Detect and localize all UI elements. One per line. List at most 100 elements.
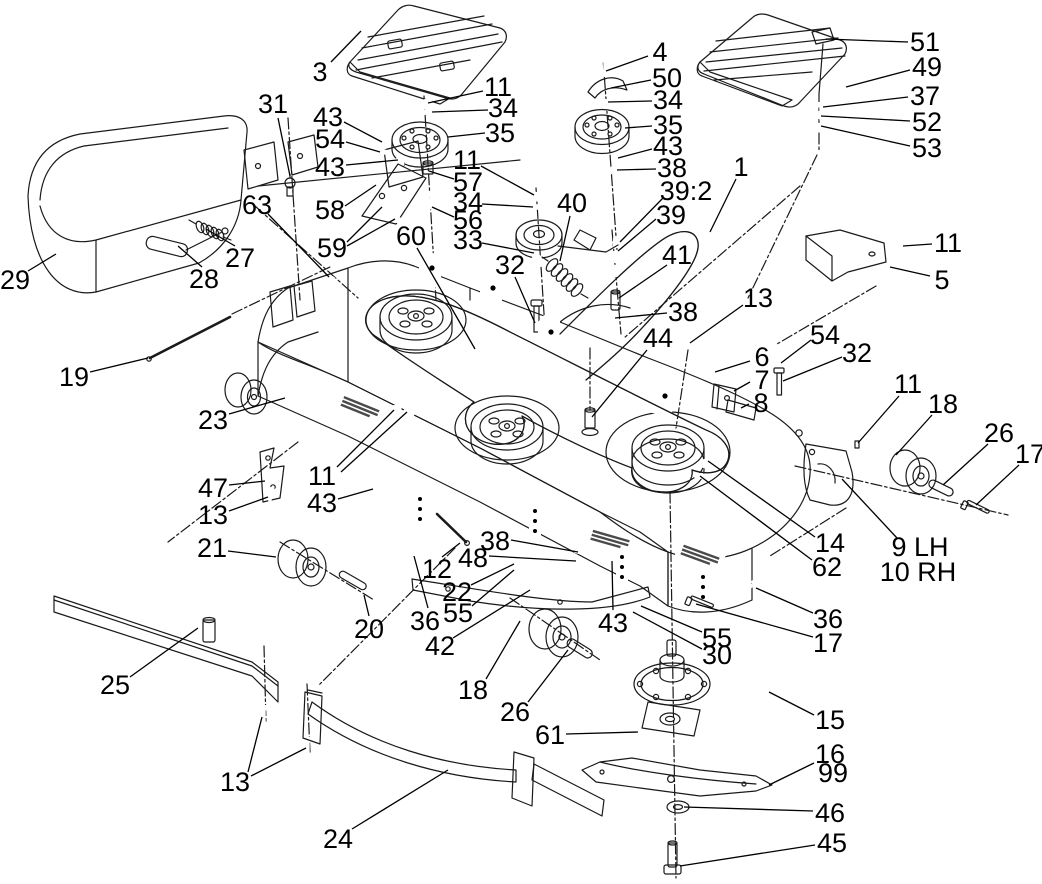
leader-line-50 bbox=[610, 79, 652, 89]
leader-line-34 bbox=[607, 100, 653, 103]
bracket-7 bbox=[711, 383, 737, 413]
leader-line-6 bbox=[714, 360, 751, 373]
bolt-32-mid bbox=[530, 299, 543, 333]
axle-20 bbox=[338, 570, 367, 591]
bolt-32-right bbox=[773, 367, 785, 396]
callout-35: 35 bbox=[485, 118, 515, 148]
leader-line-18 bbox=[895, 414, 933, 456]
leader-line-47 bbox=[228, 480, 266, 486]
leader-line-22 bbox=[470, 563, 515, 586]
washer-54 bbox=[771, 362, 785, 368]
cover-latch bbox=[811, 27, 835, 95]
hinge-rod bbox=[146, 315, 232, 362]
leader-line-29 bbox=[27, 253, 57, 272]
callout-55: 55 bbox=[702, 623, 732, 653]
callout-33: 33 bbox=[453, 225, 483, 255]
callout-24: 24 bbox=[323, 824, 353, 854]
callout-26: 26 bbox=[984, 418, 1014, 448]
bracket-5 bbox=[805, 229, 887, 282]
callout-56: 56 bbox=[453, 205, 483, 235]
callout-30: 30 bbox=[702, 640, 732, 670]
leader-line-35 bbox=[624, 125, 653, 129]
bolt-17-center bbox=[684, 595, 715, 608]
leader-line-52 bbox=[820, 115, 911, 122]
callout-22: 22 bbox=[442, 577, 472, 607]
leader-line-45 bbox=[679, 844, 816, 867]
callout-52: 52 bbox=[912, 107, 942, 137]
leader-line-38 bbox=[614, 312, 668, 319]
leader-line-39:2 bbox=[619, 197, 664, 243]
leader-line-46 bbox=[683, 806, 814, 812]
callout-57: 57 bbox=[453, 167, 483, 197]
belt-cover-right bbox=[696, 13, 847, 108]
leader-line-63 bbox=[267, 213, 330, 278]
leader-line-7 bbox=[733, 381, 751, 392]
leader-line-33 bbox=[481, 242, 535, 254]
leader-line-39 bbox=[617, 218, 657, 252]
leader-line-43 bbox=[343, 121, 383, 143]
callout-3: 3 bbox=[312, 57, 327, 87]
bolt-6 bbox=[710, 365, 720, 384]
callout-39: 39 bbox=[656, 200, 686, 230]
leader-line-18 bbox=[485, 620, 521, 680]
leader-line-5 bbox=[889, 266, 931, 277]
callout-13: 13 bbox=[220, 767, 250, 797]
leader-line-55 bbox=[471, 569, 515, 607]
callout-12: 12 bbox=[422, 554, 452, 584]
callout-37: 37 bbox=[910, 81, 940, 111]
deck-decal bbox=[333, 389, 387, 427]
spindle-pulley-left bbox=[379, 293, 453, 354]
bolt-13 bbox=[683, 329, 693, 348]
callout-47: 47 bbox=[198, 473, 228, 503]
bracket-47 bbox=[259, 447, 285, 503]
anti-scalp-roller-21 bbox=[277, 539, 367, 591]
callout-13: 13 bbox=[743, 283, 773, 313]
callout-46: 46 bbox=[815, 798, 845, 828]
callout-35: 35 bbox=[653, 110, 683, 140]
skirt-25 bbox=[53, 595, 279, 703]
callout-61: 61 bbox=[535, 720, 565, 750]
nut-11 bbox=[403, 407, 415, 418]
leader-line-43 bbox=[611, 560, 614, 611]
nut-43 bbox=[368, 485, 380, 496]
callout-43: 43 bbox=[653, 131, 683, 161]
leader-line-58 bbox=[344, 184, 377, 207]
leader-line-11 bbox=[336, 409, 395, 468]
callout-7: 7 bbox=[754, 365, 769, 395]
callout-1: 1 bbox=[733, 152, 748, 182]
leader-line-17 bbox=[695, 603, 814, 638]
leader-line-26 bbox=[942, 443, 989, 486]
leader-line-16 bbox=[768, 762, 815, 786]
caster-bracket-9-10 bbox=[795, 429, 860, 506]
grease-fitting-31 bbox=[284, 173, 296, 197]
callout-55: 55 bbox=[443, 598, 473, 628]
callout-18: 18 bbox=[928, 389, 958, 419]
callout-11: 11 bbox=[308, 461, 336, 491]
leader-line-31 bbox=[277, 117, 291, 177]
leader-line-61 bbox=[565, 731, 639, 735]
callout-59: 59 bbox=[317, 233, 347, 263]
callout-31: 31 bbox=[258, 89, 288, 119]
callout-6: 6 bbox=[754, 342, 769, 372]
leader-line-21 bbox=[227, 550, 277, 558]
callout-38: 38 bbox=[480, 526, 510, 556]
callout-40: 40 bbox=[557, 188, 587, 218]
callout-32: 32 bbox=[495, 250, 525, 280]
caster-wheel-right bbox=[887, 449, 990, 514]
leader-line-11 bbox=[857, 395, 900, 444]
callout-11: 11 bbox=[453, 145, 481, 175]
callout-17: 17 bbox=[813, 628, 843, 658]
callout-62: 62 bbox=[812, 552, 842, 582]
leader-line-24 bbox=[351, 769, 449, 830]
leader-line-27 bbox=[205, 228, 236, 247]
leader-line-11 bbox=[902, 243, 933, 247]
center-wheel bbox=[516, 608, 593, 659]
leader-line-49 bbox=[845, 69, 911, 88]
spindle-pulley-middle bbox=[470, 403, 544, 465]
hanger-strap bbox=[414, 487, 426, 529]
callout-26: 26 bbox=[500, 697, 530, 727]
spacer-41 bbox=[610, 289, 621, 311]
leader-line-11 bbox=[480, 165, 535, 196]
leader-line-37 bbox=[822, 96, 909, 108]
callout-43: 43 bbox=[313, 102, 343, 132]
